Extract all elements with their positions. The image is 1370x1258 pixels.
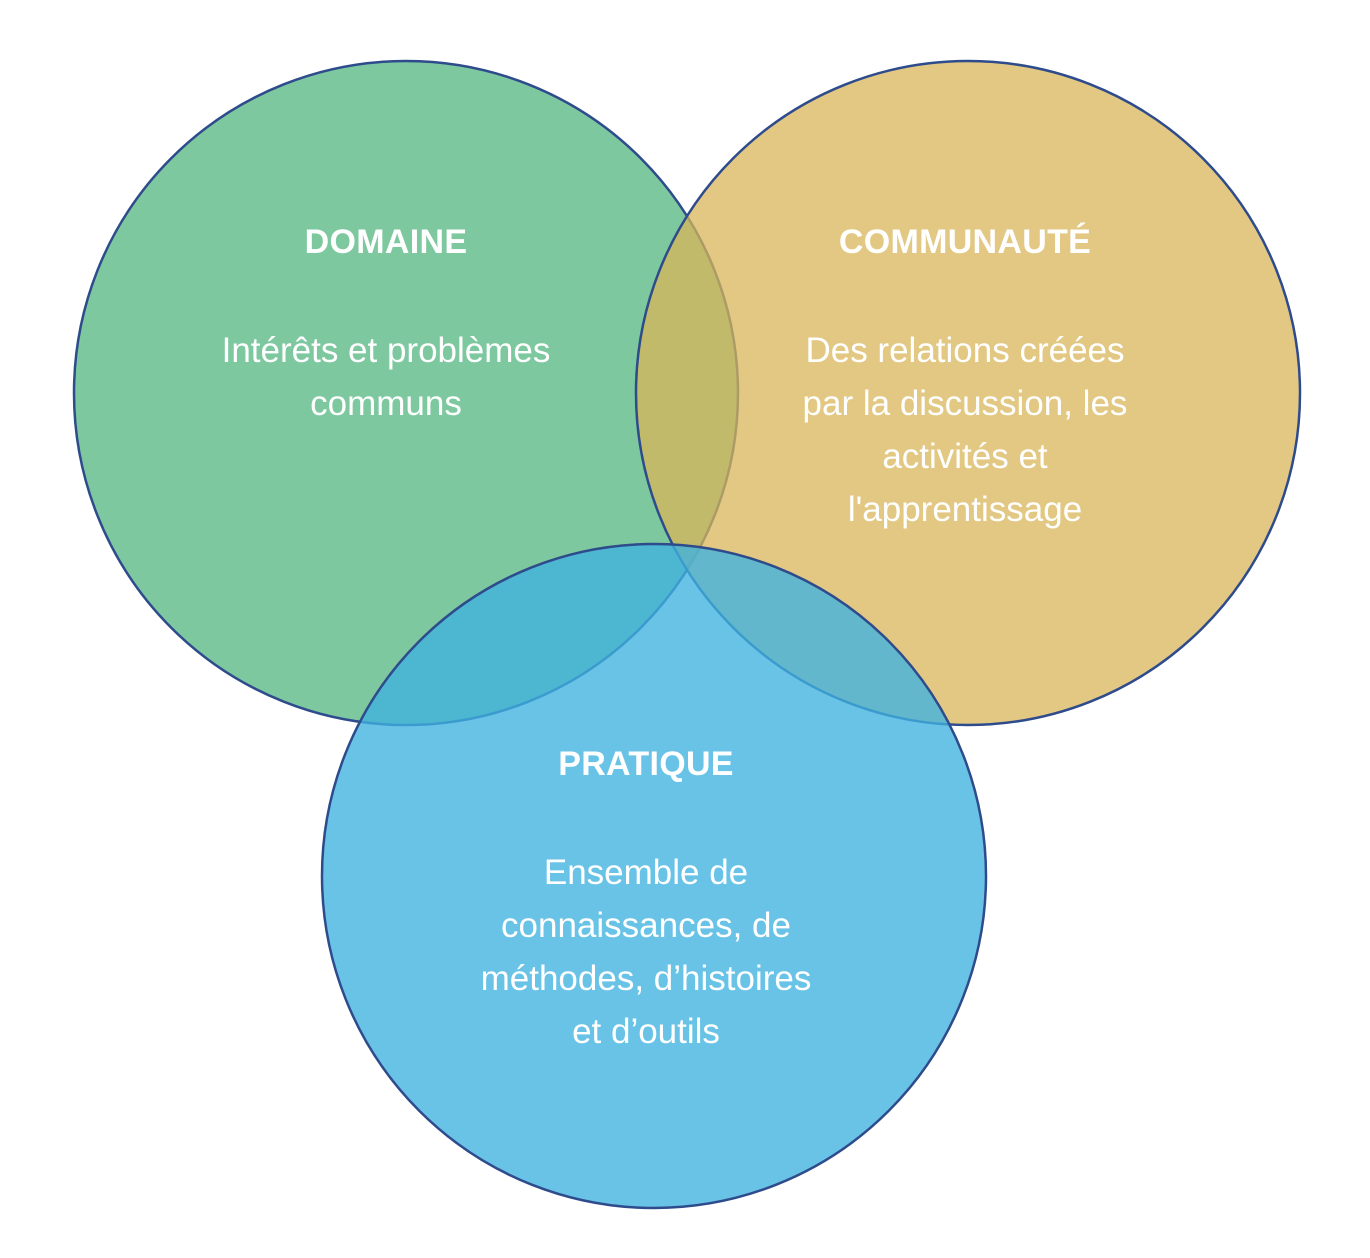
domaine-line: communs (310, 384, 462, 423)
communaute-line: par la discussion, les (802, 384, 1128, 423)
communaute-description: Des relations créées par la discussion, … (755, 324, 1175, 536)
domaine-title: DOMAINE (304, 223, 468, 261)
pratique-line: Ensemble de (543, 853, 749, 892)
pratique-description: Ensemble de connaissances, de méthodes, … (426, 846, 866, 1058)
pratique-line: connaissances, de (501, 906, 791, 945)
pratique-title: PRATIQUE (558, 745, 734, 783)
communaute-title: COMMUNAUTÉ (838, 223, 1092, 261)
circle-pratique (320, 542, 988, 1210)
communaute-line: Des relations créées (805, 331, 1125, 370)
pratique-line: et d’outils (572, 1012, 720, 1051)
domaine-line: Intérêts et problèmes (221, 331, 551, 370)
pratique-line: méthodes, d’histoires (480, 959, 812, 998)
circle-communaute (634, 59, 1302, 727)
communaute-line: activités et (882, 437, 1048, 476)
communaute-line: l'apprentissage (847, 490, 1083, 529)
domaine-description: Intérêts et problèmes communs (176, 324, 596, 430)
